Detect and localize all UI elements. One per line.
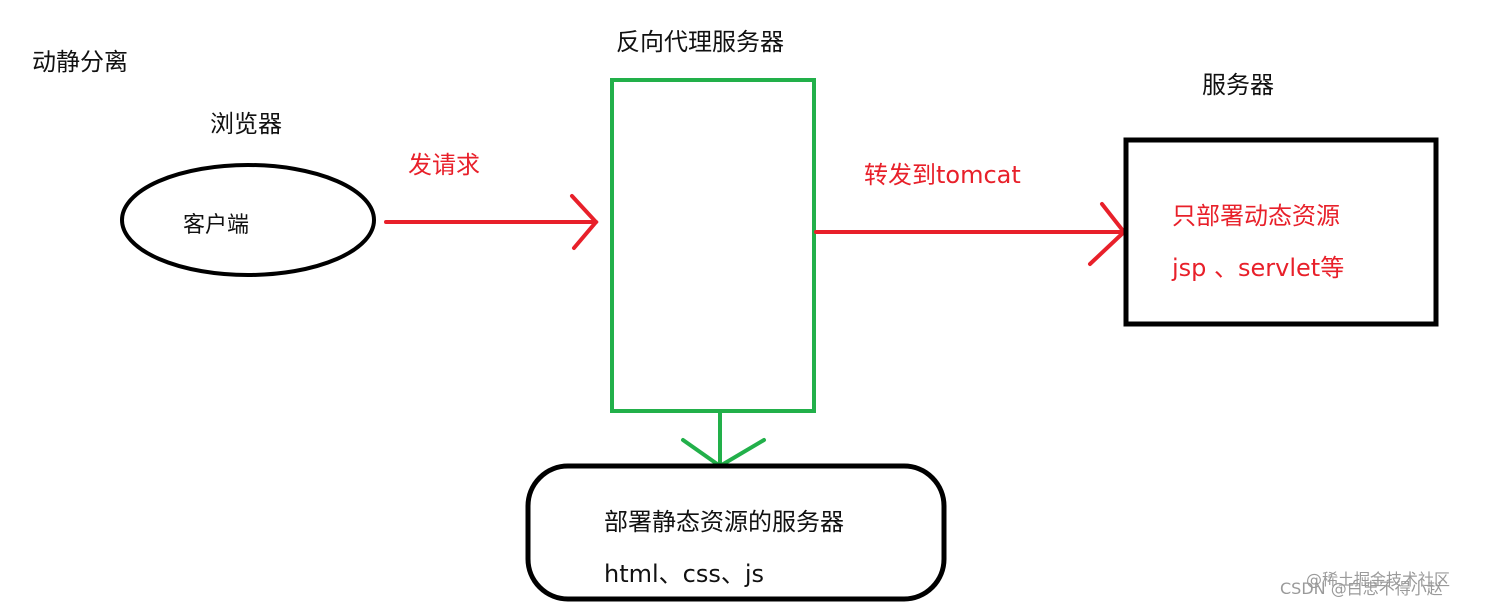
client-label: 客户端 <box>183 213 249 238</box>
static-server-line-2: html、css、js <box>604 560 764 588</box>
diagram-title: 动静分离 <box>32 48 128 76</box>
server-heading: 服务器 <box>1202 71 1274 99</box>
request-arrow <box>384 194 599 250</box>
watermark-line-1: @稀土掘金技术社区 <box>1306 570 1450 589</box>
request-arrow-label: 发请求 <box>408 151 480 179</box>
server-line-2: jsp 、servlet等 <box>1171 254 1344 282</box>
static-server-line-1: 部署静态资源的服务器 <box>604 508 844 536</box>
forward-arrow-label: 转发到tomcat <box>864 161 1021 189</box>
static-arrow <box>681 409 766 469</box>
static-server-box <box>525 463 947 602</box>
watermark-line-2: CSDN @白忠不得小赵 <box>1280 579 1443 598</box>
server-box <box>1123 137 1439 327</box>
forward-arrow <box>814 202 1127 266</box>
proxy-box <box>610 78 816 413</box>
browser-heading: 浏览器 <box>210 110 282 138</box>
client-node <box>120 163 376 277</box>
server-line-1: 只部署动态资源 <box>1172 202 1340 230</box>
proxy-heading: 反向代理服务器 <box>616 28 784 56</box>
